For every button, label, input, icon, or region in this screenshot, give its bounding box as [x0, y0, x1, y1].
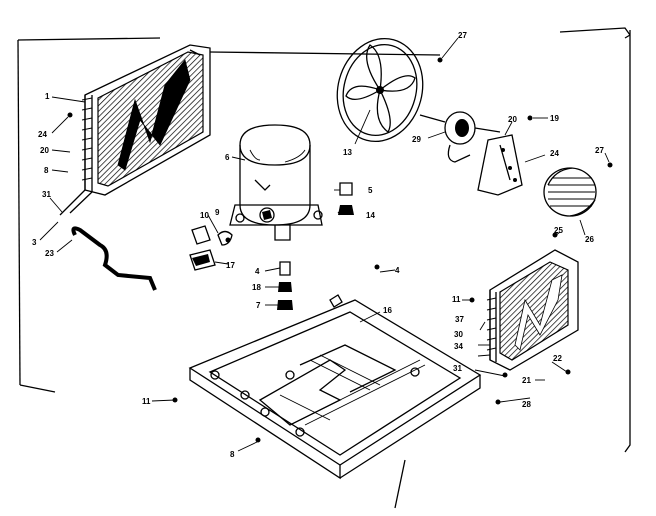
- part-label-25: 25: [554, 226, 563, 235]
- part-labels: 1 24 20 8 31 3 23 9 10 6 17 13 27 29 20 …: [32, 31, 604, 459]
- cabinet-outline: [17, 27, 631, 509]
- part-label-3: 3: [32, 238, 37, 247]
- overload-protector: [189, 225, 233, 271]
- part-label-1: 1: [45, 92, 50, 101]
- part-label-31: 31: [42, 190, 51, 199]
- part-label-37: 37: [455, 315, 464, 324]
- part-label-8b: 8: [230, 450, 235, 459]
- evaporator-coil: [486, 249, 579, 371]
- part-label-27b: 27: [595, 146, 604, 155]
- part-label-23: 23: [45, 249, 54, 258]
- part-label-16: 16: [383, 306, 392, 315]
- compressor: [229, 124, 323, 241]
- part-label-22: 22: [553, 354, 562, 363]
- part-label-6: 6: [225, 153, 230, 162]
- part-label-21: 21: [522, 376, 531, 385]
- part-label-14: 14: [366, 211, 375, 220]
- part-label-31b: 31: [453, 364, 462, 373]
- fan-motor: [419, 111, 523, 196]
- part-label-34: 34: [454, 342, 463, 351]
- part-label-11: 11: [452, 295, 461, 304]
- part-label-4b: 4: [395, 266, 400, 275]
- fan-blade: [336, 37, 424, 143]
- part-label-20: 20: [40, 146, 49, 155]
- part-label-5: 5: [368, 186, 373, 195]
- part-label-7: 7: [256, 301, 261, 310]
- condenser-coil: [59, 44, 211, 216]
- base-pan: [188, 294, 482, 480]
- part-label-8: 8: [44, 166, 49, 175]
- part-label-24b: 24: [550, 149, 559, 158]
- part-label-9: 9: [215, 208, 220, 217]
- part-label-24: 24: [38, 130, 47, 139]
- part-label-29: 29: [412, 135, 421, 144]
- screws: [67, 57, 613, 443]
- part-label-11b: 11: [142, 397, 151, 406]
- part-label-13: 13: [343, 148, 352, 157]
- leader-lines: [39, 37, 610, 452]
- part-label-30: 30: [454, 330, 463, 339]
- part-label-20b: 20: [508, 115, 517, 124]
- part-label-19: 19: [550, 114, 559, 123]
- mounting-hardware: [277, 182, 354, 310]
- part-label-10: 10: [200, 211, 209, 220]
- part-label-4: 4: [255, 267, 260, 276]
- part-label-18: 18: [252, 283, 261, 292]
- blower-wheel: [543, 167, 597, 217]
- refrigerant-tube: [71, 226, 157, 291]
- part-label-26: 26: [585, 235, 594, 244]
- part-label-17: 17: [226, 261, 235, 270]
- part-label-28: 28: [522, 400, 531, 409]
- part-label-27: 27: [458, 31, 467, 40]
